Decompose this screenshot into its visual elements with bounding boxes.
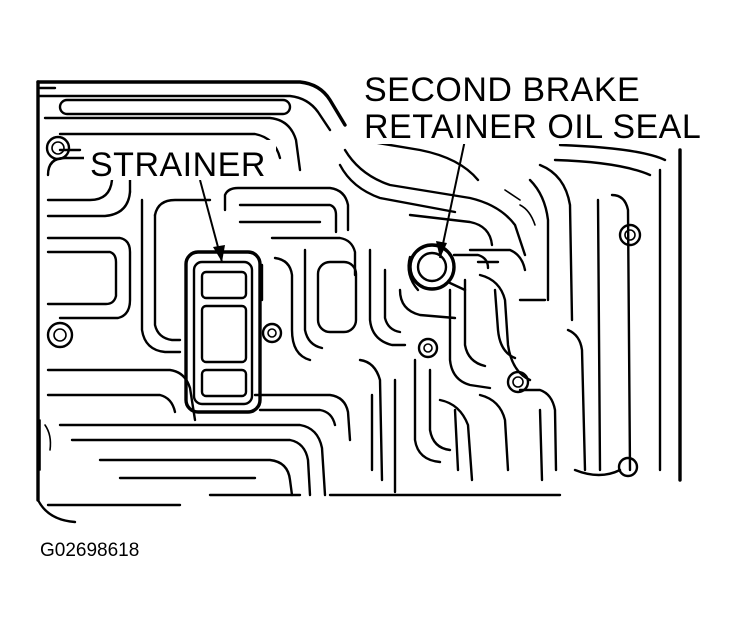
leader-lines — [199, 139, 466, 263]
strainer-label: STRAINER — [90, 146, 266, 184]
bolt-hole — [45, 135, 71, 161]
strainer-callout: STRAINER — [84, 140, 276, 184]
strainer-arrowhead — [213, 245, 225, 262]
bolt-hole — [618, 223, 642, 247]
seal-callout: SECOND BRAKE RETAINER OIL SEAL — [358, 64, 720, 146]
figure-id: G02698618 — [40, 540, 139, 561]
seal-arrowhead — [436, 241, 447, 258]
bolt-hole — [261, 322, 283, 344]
strainer — [184, 250, 262, 414]
bolt-hole — [617, 456, 639, 478]
bolt-hole — [46, 321, 74, 349]
valve-body-outline — [36, 80, 682, 524]
seal-label-line2: RETAINER OIL SEAL — [364, 108, 701, 146]
bolt-holes — [45, 135, 642, 478]
seal-label-line1: SECOND BRAKE — [364, 71, 640, 109]
oil-seal — [407, 243, 490, 292]
bolt-hole — [417, 337, 439, 359]
oil-passages — [38, 86, 632, 507]
bolt-hole — [506, 370, 530, 394]
